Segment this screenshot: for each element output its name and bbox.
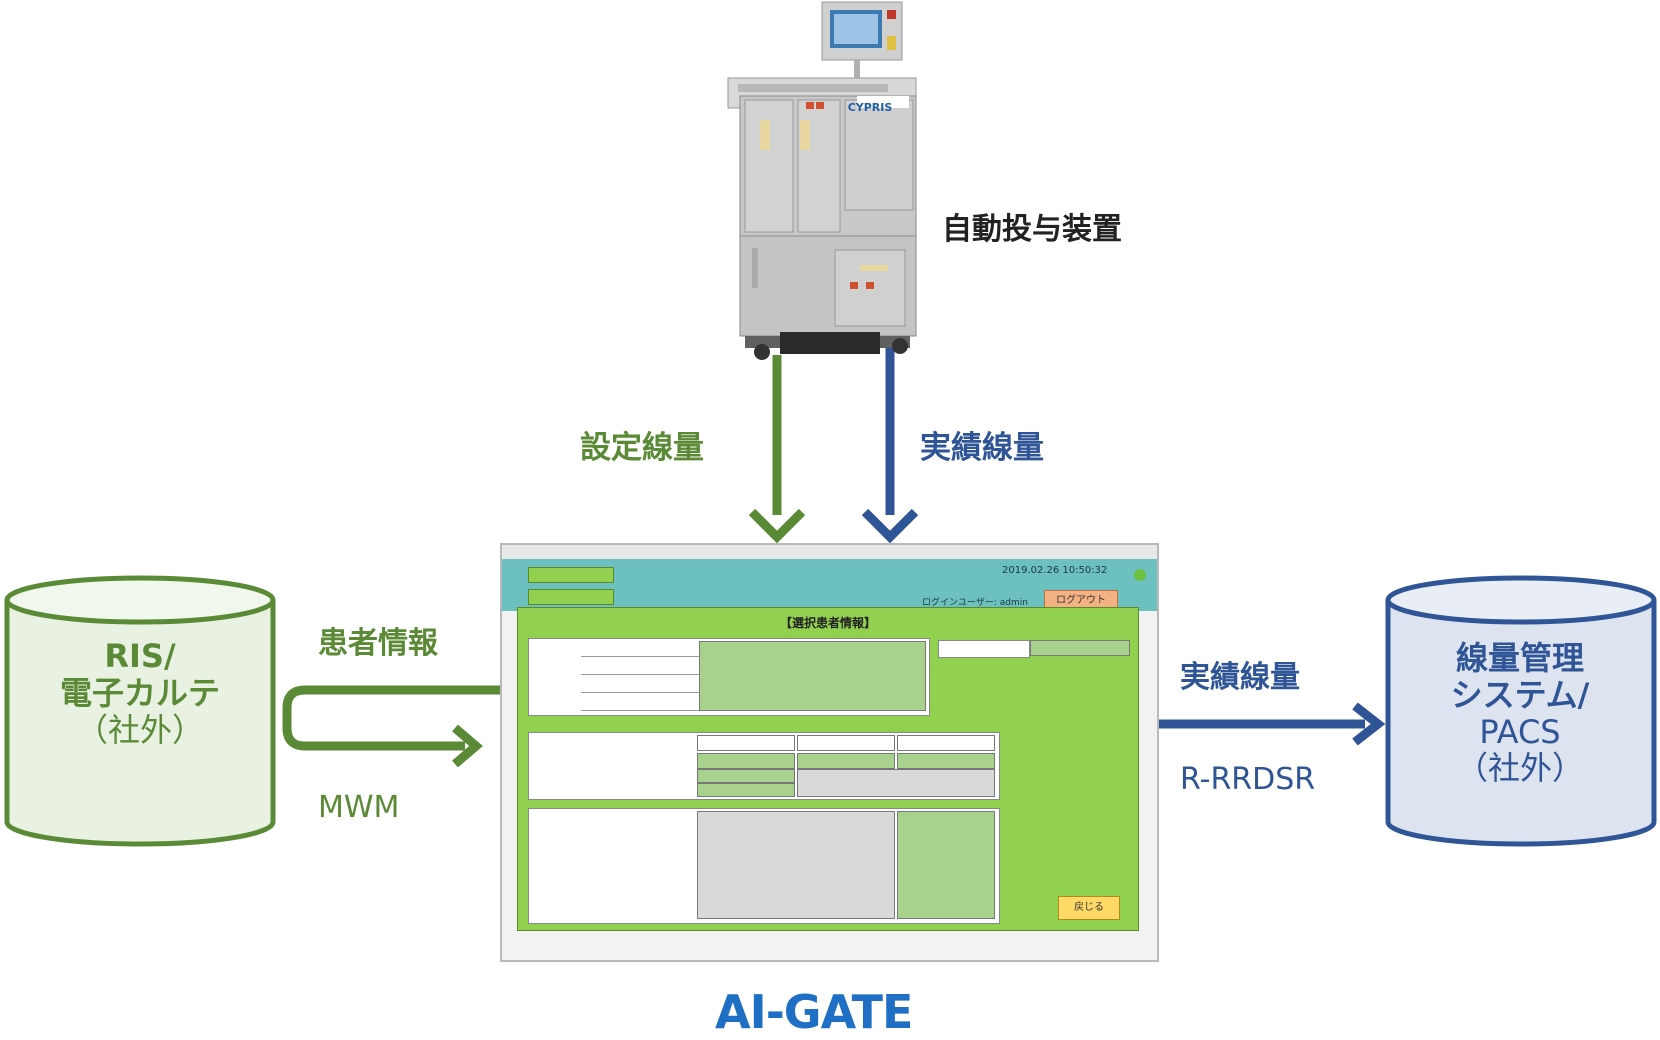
dose-mgmt-line3: PACS — [1479, 712, 1561, 751]
rrdsr-arrow-head — [1352, 702, 1386, 746]
ris-line1: RIS/ — [104, 637, 176, 675]
dose-value — [897, 753, 995, 769]
patient-info-label: 患者情報 — [318, 626, 438, 661]
mwm-label: MWM — [318, 790, 400, 825]
screen-titlebar — [502, 545, 1157, 559]
dose-col-header — [897, 735, 995, 751]
dose-mgmt-cylinder-label: 線量管理 システム/ PACS （社外） — [1400, 640, 1640, 787]
actual-dose-label-top: 実績線量 — [920, 430, 1044, 466]
status-indicator-icon — [1134, 569, 1146, 581]
dose-empty-cell — [797, 769, 995, 797]
screen-user: ログインユーザー: admin — [922, 598, 1028, 608]
mwm-arrow-head — [452, 724, 483, 768]
rrdsr-label: R-RRDSR — [1180, 762, 1316, 797]
screen-menu-button-2[interactable] — [528, 589, 614, 605]
dose-col-header — [697, 735, 795, 751]
dose-mgmt-line4: （社外） — [1455, 749, 1584, 788]
actual-dose-label-right: 実績線量 — [1180, 660, 1300, 695]
product-name: AI-GATE — [715, 985, 913, 1039]
dose-mgmt-cylinder — [1385, 575, 1657, 847]
ris-cylinder — [4, 575, 276, 847]
patient-value-block — [699, 641, 926, 711]
ris-cylinder-label: RIS/ 電子カルテ （社外） — [20, 638, 260, 748]
dispensing-device-illustration — [727, 1, 917, 360]
dose-value — [697, 753, 795, 769]
set-dose-arrow-head — [748, 508, 806, 544]
result-value-column — [897, 811, 995, 919]
screen-clock: 2019.02.26 10:50:32 — [1002, 565, 1108, 576]
patient-dialog: 【選択患者情報】 戻じる — [517, 607, 1139, 931]
dose-panel — [528, 732, 1000, 800]
dose-value — [697, 783, 795, 797]
dose-value — [697, 769, 795, 783]
dose-mgmt-line2: システム/ — [1450, 675, 1590, 714]
dialog-title: 【選択患者情報】 — [779, 616, 876, 630]
device-label: 自動投与装置 — [942, 212, 1122, 247]
ris-line3: （社外） — [75, 710, 204, 749]
accession-value — [1030, 640, 1130, 656]
ris-line2: 電子カルテ — [59, 673, 220, 712]
set-dose-label: 設定線量 — [580, 430, 704, 466]
result-empty-block — [697, 811, 895, 919]
result-panel — [528, 808, 1000, 924]
dose-value — [797, 753, 895, 769]
close-button[interactable]: 戻じる — [1058, 896, 1120, 920]
patient-panel — [528, 638, 930, 716]
accession-field — [938, 640, 1030, 658]
device-brand-logo: CYPRIS — [848, 101, 893, 114]
patient-info-connector — [282, 685, 500, 751]
dose-col-header — [797, 735, 895, 751]
ai-gate-screenshot: 2019.02.26 10:50:32 ログインユーザー: admin ログアウ… — [500, 543, 1159, 962]
actual-dose-arrow-head — [861, 508, 919, 544]
dose-mgmt-line1: 線量管理 — [1455, 639, 1584, 677]
screen-menu-button-1[interactable] — [528, 567, 614, 583]
